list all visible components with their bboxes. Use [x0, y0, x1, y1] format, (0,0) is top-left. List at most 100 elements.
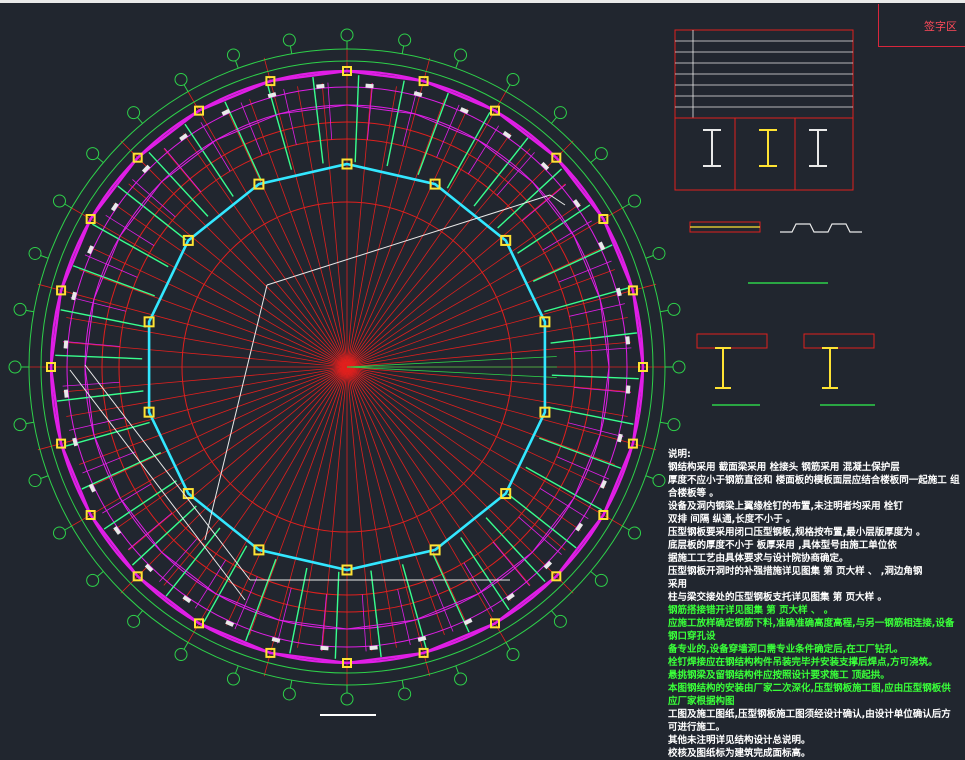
secondary-beam — [446, 111, 491, 189]
note-line: 柱与梁交接处的压型钢板支托详见图集 第 页大样 。 — [668, 592, 887, 603]
bubble-leader — [137, 610, 143, 618]
secondary-beam — [532, 244, 613, 282]
column-marker — [429, 544, 441, 556]
beam-tag — [502, 130, 512, 139]
joist-line — [105, 214, 155, 246]
column-marker — [132, 571, 143, 582]
secondary-beam — [473, 137, 529, 207]
column-marker — [539, 406, 551, 418]
radial-line — [120, 366, 348, 594]
bubble-leader — [551, 116, 557, 124]
joist-line — [82, 451, 136, 474]
top-border — [0, 0, 965, 3]
radial-line — [226, 366, 348, 626]
radial-line — [346, 366, 511, 601]
joist-line — [361, 594, 367, 652]
radial-line — [128, 366, 348, 551]
bubble-leader — [183, 84, 189, 92]
beam-tag — [271, 636, 281, 643]
joist-line — [402, 90, 418, 147]
column-marker — [341, 564, 353, 576]
joist-line — [70, 296, 127, 312]
radial-line — [346, 366, 566, 551]
radial-line — [113, 203, 348, 368]
beam-tag — [113, 526, 122, 535]
column-marker — [182, 234, 194, 246]
column-marker — [490, 105, 500, 116]
column-marker — [551, 152, 562, 163]
note-line-green: 应施工放样确定钢筋下料,准确准确高度高程,与另一钢筋相连接,设备钢口穿孔设 — [668, 618, 955, 642]
column-marker — [265, 647, 276, 658]
radial-line — [346, 366, 574, 594]
radial-line — [346, 89, 508, 368]
secondary-beam — [551, 374, 639, 380]
note-line: 合楼板等 。 — [668, 488, 719, 499]
secondary-beam — [72, 265, 155, 297]
radial-line — [346, 283, 657, 368]
column-marker — [342, 66, 352, 76]
radial-line — [346, 366, 531, 586]
radial-line — [346, 366, 625, 528]
joist-line — [558, 260, 612, 283]
i-beam-section — [759, 129, 777, 167]
radial-line — [263, 57, 348, 368]
bubble-leader — [64, 525, 72, 531]
note-line: 工图及施工图纸,压型钢板施工图须经设计确认,由设计单位确认后方可进行施工。 — [668, 709, 951, 733]
note-line: 底层板的厚度不小于 板厚采用 ,具体型号由施工单位依 — [668, 540, 897, 551]
axis-bubble — [506, 72, 520, 86]
joist-line — [397, 589, 411, 645]
radial-line — [346, 366, 657, 451]
joist-line — [276, 587, 292, 644]
beam-tag — [225, 619, 235, 627]
note-line-green: 栓钉焊接应在钢结构构件吊装完毕并安装支撑后焊点,方可浇筑。 — [668, 657, 938, 668]
bubble-leader — [401, 680, 405, 689]
bubble-leader — [590, 571, 598, 577]
radial-line — [186, 366, 348, 645]
column-marker — [490, 618, 500, 629]
beam-tag — [625, 385, 631, 394]
radial-line — [346, 99, 445, 368]
beam-tag — [88, 483, 96, 493]
radial-line — [128, 183, 348, 368]
notes-heading: 说明: — [668, 449, 691, 460]
radial-line — [346, 269, 615, 368]
beam-tag — [141, 164, 151, 174]
bubble-leader — [289, 680, 293, 689]
secondary-beam — [525, 466, 603, 511]
secondary-beam — [289, 567, 308, 654]
radial-line — [226, 108, 348, 368]
column-marker — [56, 438, 67, 449]
radial-line — [346, 341, 631, 368]
note-line-green: 备专业的,设备穿墙洞口需专业条件确定后,在工厂钻孔。 — [668, 644, 904, 655]
beam-tag — [72, 437, 79, 447]
bubble-leader — [183, 642, 189, 650]
axis-bubble — [174, 648, 188, 662]
note-line: 其他未注明详见结构设计总说明。 — [668, 735, 811, 746]
secondary-beam — [517, 204, 591, 254]
beam-tag — [144, 563, 154, 573]
bubble-leader — [25, 421, 34, 425]
axis-bubble — [127, 106, 141, 120]
column-marker — [539, 316, 551, 328]
beam-tag — [63, 340, 69, 349]
joist-line — [567, 422, 624, 438]
column-marker — [342, 658, 352, 668]
structural-plan-drawing — [8, 28, 875, 706]
column-marker — [143, 316, 155, 328]
secondary-beam — [184, 123, 234, 197]
radial-line — [346, 366, 628, 417]
column-marker — [56, 285, 67, 296]
joint-slab — [696, 333, 768, 349]
axis-bubble — [594, 573, 608, 587]
radial-line — [346, 183, 566, 368]
beam-tag — [417, 635, 427, 642]
joist-line — [240, 102, 263, 156]
joist-line — [164, 147, 202, 193]
secondary-beam — [245, 559, 277, 642]
column-marker — [627, 438, 638, 449]
beam-tag — [267, 92, 277, 99]
joist-line — [518, 516, 562, 555]
bubble-leader — [64, 203, 72, 209]
beam-tag — [365, 83, 374, 89]
secondary-beam — [203, 545, 248, 623]
